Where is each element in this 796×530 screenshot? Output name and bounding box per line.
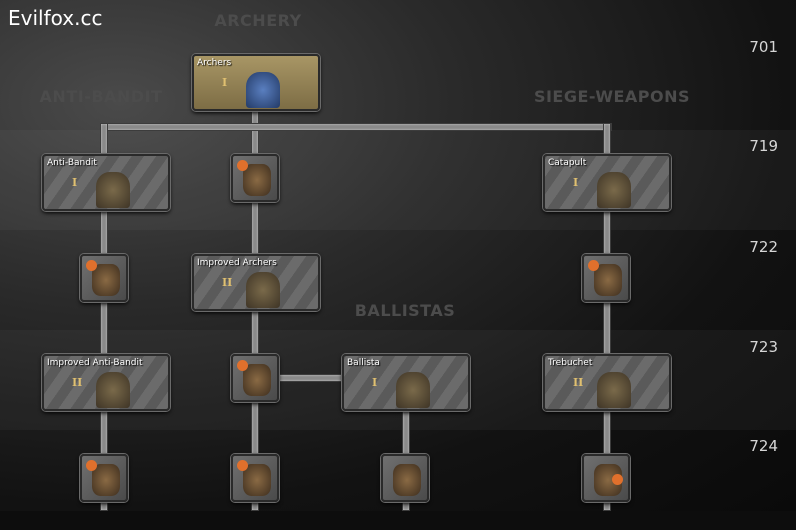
- connector: [100, 123, 612, 131]
- row-number: 719: [749, 137, 778, 155]
- catapult-icon: [594, 264, 622, 296]
- row-number: 722: [749, 238, 778, 256]
- upgrade-catapult[interactable]: [582, 254, 630, 302]
- catapult-icon: [597, 172, 631, 208]
- upgrade-archer-health[interactable]: [231, 154, 279, 202]
- bow-quiver-icon: [243, 364, 271, 396]
- rank: II: [573, 376, 584, 389]
- card-title: Improved Anti-Bandit: [47, 358, 143, 368]
- ballista-icon: [396, 372, 430, 408]
- category-siege-weapons: SIEGE-WEAPONS: [533, 87, 691, 106]
- fire-badge-icon: [588, 260, 599, 271]
- flag-badge-icon: [86, 460, 97, 471]
- medic-badge-icon: [237, 460, 248, 471]
- bow-quiver-icon: [243, 164, 271, 196]
- background: [0, 0, 796, 511]
- row-number: 724: [749, 437, 778, 455]
- flag-badge-icon: [86, 260, 97, 271]
- rank: I: [222, 76, 228, 89]
- bow-quiver-icon: [243, 464, 271, 496]
- category-archery: ARCHERY: [214, 11, 302, 30]
- category-anti-bandit: ANTI-BANDIT: [39, 87, 163, 106]
- fire-badge-icon: [612, 474, 623, 485]
- hooded-soldier-icon: [96, 172, 130, 208]
- plus-badge-icon: [237, 160, 248, 171]
- card-title: Catapult: [548, 158, 587, 168]
- connector: [277, 374, 344, 382]
- row-number: 723: [749, 338, 778, 356]
- upgrade-archer-arrows[interactable]: [231, 354, 279, 402]
- card-title: Ballista: [347, 358, 380, 368]
- rank: I: [372, 376, 378, 389]
- watermark: Evilfox.cc: [8, 6, 103, 30]
- hooded-soldier-icon: [96, 372, 130, 408]
- rank: I: [72, 176, 78, 189]
- archers-icon: [246, 272, 280, 308]
- card-title: Archers: [197, 58, 232, 68]
- rank: II: [222, 276, 233, 289]
- archer-icon: [246, 72, 280, 108]
- row-number: 701: [749, 38, 778, 56]
- card-title: Trebuchet: [548, 358, 593, 368]
- card-title: Improved Archers: [197, 258, 277, 268]
- hooded-soldier-icon: [92, 264, 120, 296]
- upgrade-anti-bandit-1[interactable]: [80, 254, 128, 302]
- rank: II: [72, 376, 83, 389]
- hooded-soldier-icon: [92, 464, 120, 496]
- upgrade-ballista[interactable]: [381, 454, 429, 502]
- upgrade-anti-bandit-2[interactable]: [80, 454, 128, 502]
- row-band: [0, 30, 796, 130]
- trebuchet-icon: [597, 372, 631, 408]
- rank: I: [573, 176, 579, 189]
- category-ballistas: BALLISTAS: [354, 301, 456, 320]
- upgrade-archer-medic[interactable]: [231, 454, 279, 502]
- arrows-badge-icon: [237, 360, 248, 371]
- card-title: Anti-Bandit: [47, 158, 97, 168]
- ballista-icon: [393, 464, 421, 496]
- upgrade-trebuchet[interactable]: [582, 454, 630, 502]
